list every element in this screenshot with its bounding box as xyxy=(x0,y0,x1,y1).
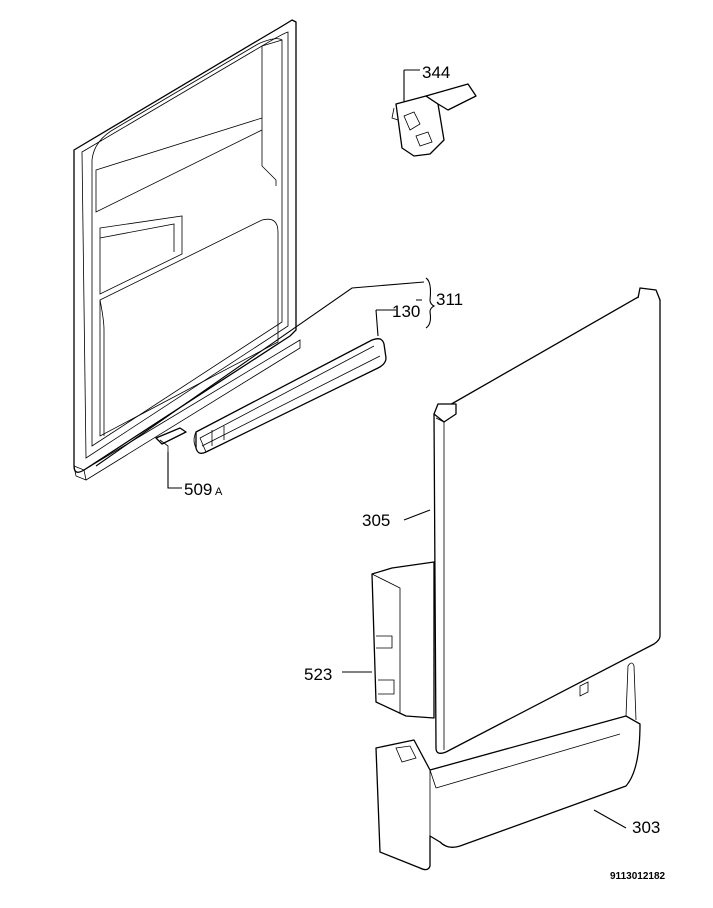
label-303: 303 xyxy=(632,818,660,837)
clip-509a xyxy=(155,427,187,452)
leader-lines xyxy=(95,69,627,829)
door-lock-mechanism xyxy=(391,83,477,157)
kick-plinth-panel xyxy=(375,662,641,871)
label-523: 523 xyxy=(304,665,332,684)
part-labels: 344 311 130 509 A 305 523 303 xyxy=(184,63,660,837)
label-130: 130 xyxy=(392,302,420,321)
outer-door-panel xyxy=(433,287,661,754)
label-509-suffix: A xyxy=(215,486,223,498)
bracket-523 xyxy=(371,561,435,719)
label-311: 311 xyxy=(436,290,463,309)
label-305: 305 xyxy=(362,511,390,530)
label-509-number: 509 xyxy=(184,480,212,499)
label-344: 344 xyxy=(422,63,450,82)
door-seal-gasket xyxy=(193,338,387,454)
drawing-reference-number: 9113012182 xyxy=(610,871,666,882)
inner-door-frame xyxy=(73,19,301,481)
